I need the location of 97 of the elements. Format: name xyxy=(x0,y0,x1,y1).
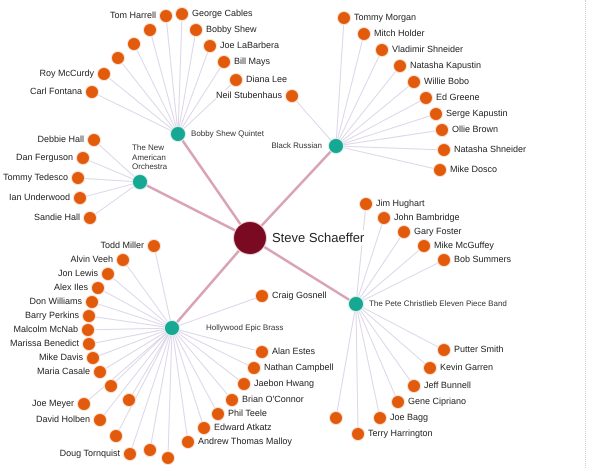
connector-line xyxy=(178,331,248,366)
node-label: Steve Schaeffer xyxy=(272,230,364,246)
connector-line xyxy=(362,308,426,364)
node-label: Roy McCurdy xyxy=(39,68,94,80)
connector-line xyxy=(174,335,202,422)
connector-line xyxy=(132,334,168,394)
connector-line xyxy=(106,332,166,369)
node-label: Natasha Kapustin xyxy=(410,60,482,72)
connector-line xyxy=(94,328,164,330)
connector-line xyxy=(116,333,167,382)
connector-line xyxy=(122,63,174,128)
node-label: Andrew Thomas Malloy xyxy=(198,436,292,448)
connector-line xyxy=(98,304,165,326)
connector-line xyxy=(342,86,410,142)
node-label: Doug Tornquist xyxy=(60,448,120,460)
connector-line xyxy=(118,334,169,430)
connector-line xyxy=(104,290,166,325)
node-label: Black Russian xyxy=(271,141,322,151)
connector-line xyxy=(362,307,438,348)
thick-connector-line xyxy=(264,246,350,301)
connector-line xyxy=(95,329,165,344)
connector-line xyxy=(336,311,356,412)
connector-line xyxy=(150,335,172,444)
node-label: Neil Stubenhaus xyxy=(216,90,282,102)
thick-connector-line xyxy=(176,250,240,323)
connector-line xyxy=(155,252,171,321)
node-label: Mike McGuffey xyxy=(434,240,494,252)
connector-line xyxy=(86,184,133,197)
connector-line xyxy=(360,237,401,298)
node-label: Hollywood Epic Brass xyxy=(206,323,284,333)
node-label: Tommy Morgan xyxy=(354,12,416,24)
node-label: Jim Hughart xyxy=(376,198,425,210)
connector-line xyxy=(112,278,166,324)
node-label: Craig Gosnell xyxy=(272,290,327,302)
node-label: Serge Kapustin xyxy=(446,108,508,120)
connector-line xyxy=(151,36,176,127)
thick-connector-line xyxy=(146,184,236,232)
connector-line xyxy=(95,186,134,214)
connector-line xyxy=(343,147,434,169)
connector-line xyxy=(296,100,332,140)
connector-line xyxy=(342,100,420,143)
connector-line xyxy=(126,265,168,322)
connector-line xyxy=(336,24,344,138)
connector-line xyxy=(343,116,430,144)
connector-line xyxy=(179,298,256,326)
connector-line xyxy=(89,160,134,180)
thick-connector-line xyxy=(260,150,332,226)
node-label: Nathan Campbell xyxy=(264,362,334,374)
connector-line xyxy=(179,330,256,351)
node-label: Gary Foster xyxy=(414,226,462,238)
connector-line xyxy=(362,262,438,301)
connector-line xyxy=(98,144,135,178)
node-label: Joe Meyer xyxy=(32,398,74,410)
connector-line xyxy=(172,335,188,436)
node-label: Bobby Shew xyxy=(206,24,257,36)
node-label: Terry Harrington xyxy=(368,428,433,440)
node-label: Gene Cipriano xyxy=(408,396,466,408)
connector-line xyxy=(178,36,196,127)
node-label: George Cables xyxy=(192,8,253,20)
connector-line xyxy=(182,67,221,128)
node-label: Bill Mays xyxy=(234,56,270,68)
connector-line xyxy=(362,250,420,300)
connector-line xyxy=(340,71,396,140)
connector-line xyxy=(176,334,228,396)
connector-line xyxy=(178,332,239,380)
connector-line xyxy=(99,330,165,356)
node-label: The Pete Christlieb Eleven Piece Band xyxy=(369,299,507,309)
connector-line xyxy=(337,40,363,139)
node-label: Barry Perkins xyxy=(24,310,79,322)
connector-line xyxy=(343,130,436,146)
connector-line xyxy=(356,312,358,428)
connector-line xyxy=(84,178,132,182)
connector-line xyxy=(357,311,380,412)
node-label: Tommy Tedesco xyxy=(3,172,68,184)
connector-line xyxy=(358,224,382,297)
connector-line xyxy=(166,22,178,126)
connector-line xyxy=(344,146,438,150)
connector-line xyxy=(178,20,182,126)
connector-line xyxy=(168,336,172,452)
connector-line xyxy=(136,50,175,128)
connector-line xyxy=(175,334,216,408)
connector-line xyxy=(132,335,170,448)
connector-line xyxy=(180,52,208,127)
node-label: John Bambridge xyxy=(394,212,460,224)
node-label: Dan Ferguson xyxy=(16,152,73,164)
connector-line xyxy=(108,78,172,130)
connector-line xyxy=(98,94,172,131)
node-label: Jaebon Hwang xyxy=(254,378,314,390)
connector-line xyxy=(358,310,396,396)
connector-line xyxy=(339,56,380,140)
node-label: Bobby Shew Quintet xyxy=(191,129,264,139)
connector-line xyxy=(88,332,166,400)
thick-connector-line xyxy=(182,140,242,225)
connector-line xyxy=(104,334,168,415)
connector-line xyxy=(95,316,165,328)
node-label: Joe Bagg xyxy=(390,412,428,424)
connector-line xyxy=(360,310,410,381)
